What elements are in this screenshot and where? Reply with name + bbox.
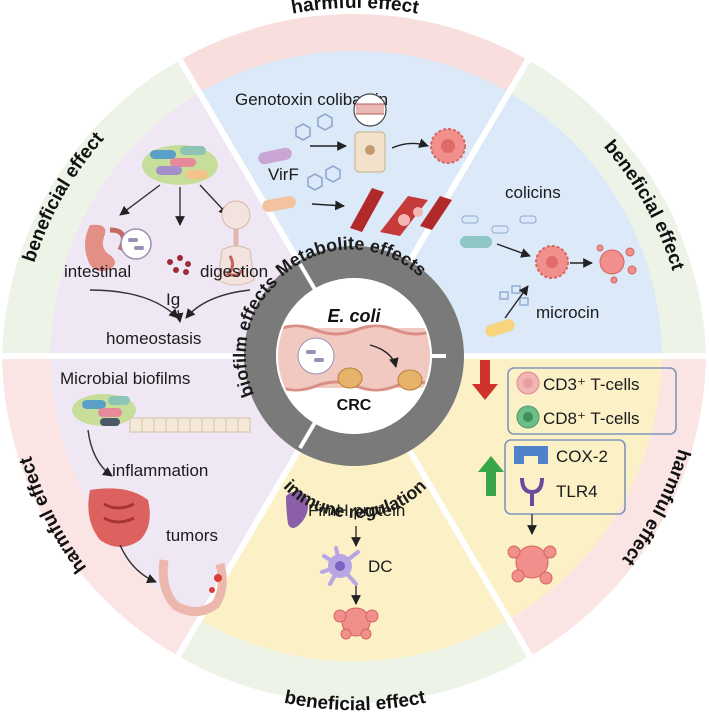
bacteria-icon [258, 147, 292, 165]
receptor-box [504, 439, 626, 515]
virf-label: VirF [268, 165, 299, 184]
bacteria-icon [460, 236, 492, 248]
tumor-cell-icon [596, 244, 637, 284]
inflammation-label: inflammation [112, 461, 208, 480]
cox2-label: COX-2 [556, 447, 608, 466]
microbial-biofilms-label: Microbial biofilms [60, 369, 190, 388]
tumor-cell-icon [507, 545, 557, 585]
blood-vessel-icon [350, 188, 452, 236]
tumors-label: tumors [166, 526, 218, 545]
metabolite-content: Genotoxin colibactin VirF [235, 90, 637, 337]
homeostasis-label: homeostasis [106, 329, 201, 348]
tlr4-label: TLR4 [556, 482, 598, 501]
dendritic-cell-icon [320, 546, 360, 586]
down-arrow-icon [472, 360, 498, 400]
label-top-harmful: harmful effect [290, 0, 421, 19]
bacteria-icon [491, 225, 509, 234]
hexagon-molecules [295, 113, 341, 191]
cell-membrane-icon [353, 93, 387, 127]
cd3-label: CD3⁺ T-cells [543, 375, 640, 394]
biofilm-beneficial-content: intestinal digestion Ig homeostasis [64, 145, 268, 348]
colicins-label: colicins [505, 183, 561, 202]
bacteria-sphere-icon [120, 228, 152, 260]
dc-label: DC [368, 557, 393, 576]
ig-label: Ig [166, 290, 180, 309]
genotoxin-label: Genotoxin colibactin [235, 90, 388, 109]
intestine-icon [88, 488, 150, 547]
biofilm-icon [72, 394, 251, 433]
colon-tissue-icon [278, 324, 430, 392]
cox2-icon [514, 446, 548, 464]
biofilm-harmful-content: Microbial biofilms inflammation tumors [60, 369, 251, 616]
t-cell-box [507, 367, 677, 435]
microcin-label: microcin [536, 303, 599, 322]
digestion-label: digestion [200, 262, 268, 281]
ecoli-title: E. coli [327, 306, 381, 326]
bacteria-icon [519, 215, 537, 224]
up-arrow-icon [478, 456, 504, 496]
ig-molecules-icon [167, 255, 191, 275]
immune-harmful-content: CD3⁺ T-cells CD8⁺ T-cells COX-2 TLR4 [472, 360, 677, 585]
immune-beneficial-content: FimH protein DC [286, 491, 405, 640]
bacteria-icon [485, 319, 515, 337]
bacteria-icon [461, 215, 479, 224]
intestinal-label: intestinal [64, 262, 131, 281]
cd8-label: CD8⁺ T-cells [543, 409, 640, 428]
bacteria-cluster-icon [142, 145, 218, 185]
crc-label: CRC [337, 397, 372, 414]
intestine-tumor-icon [158, 559, 227, 616]
bacteria-icon [262, 196, 296, 212]
digestive-system-icon [217, 200, 255, 286]
fimh-protein-icon [286, 491, 308, 528]
tumor-cell-icon [333, 607, 379, 640]
fimh-label: FimH protein [308, 501, 405, 520]
